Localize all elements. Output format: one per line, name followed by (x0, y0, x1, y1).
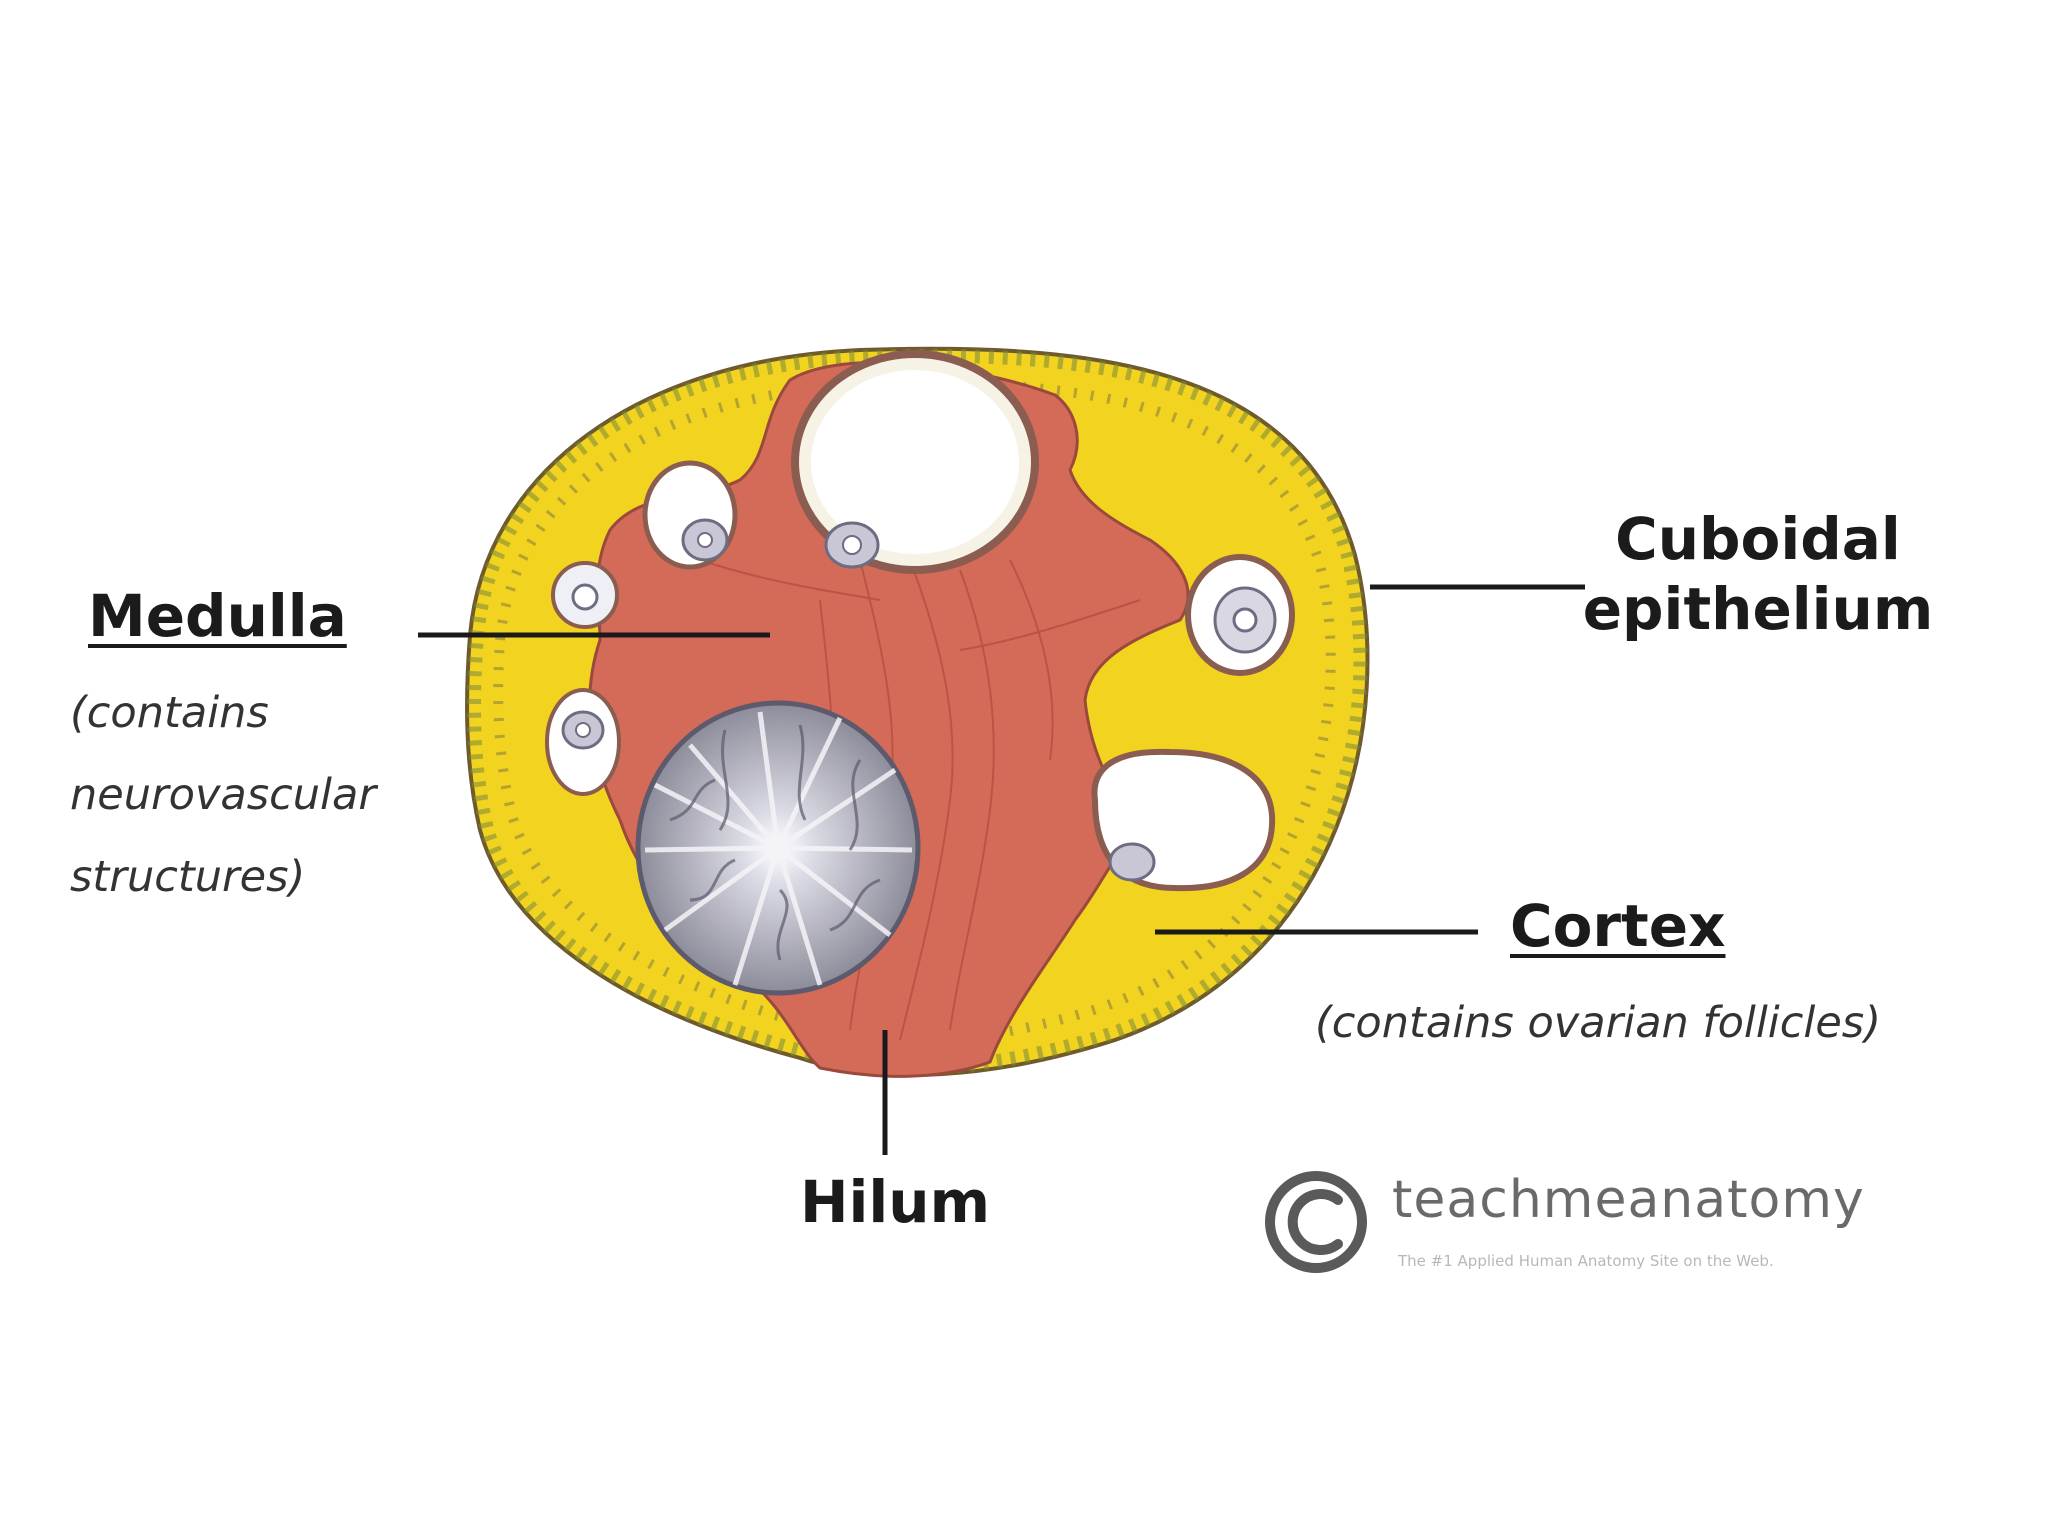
medulla-description-line: structures) (70, 836, 376, 918)
large-antral-follicle (795, 354, 1035, 570)
medulla-description: (contains neurovascular structures) (70, 672, 376, 918)
medulla-description-line: (contains (70, 672, 376, 754)
ovarian-follicle (1188, 557, 1292, 673)
corpus-luteum (638, 703, 918, 993)
cuboidal-epithelium-line1: Cuboidal (1578, 505, 1938, 575)
medulla-description-line: neurovascular (70, 754, 376, 836)
ovarian-follicle (553, 563, 617, 627)
copyright-icon (1270, 1176, 1362, 1268)
cuboidal-epithelium-label: Cuboidal epithelium (1578, 505, 1938, 644)
hilum-label: Hilum (800, 1168, 990, 1238)
watermark-tagline: The #1 Applied Human Anatomy Site on the… (1398, 1252, 1774, 1270)
cuboidal-epithelium-line2: epithelium (1578, 575, 1938, 645)
ovarian-follicle (645, 463, 735, 567)
ovarian-follicle (547, 690, 619, 794)
ovarian-follicle (1094, 752, 1272, 888)
watermark-brand: teachmeanatomy (1392, 1170, 1865, 1230)
cortex-description: (contains ovarian follicles) (1315, 982, 1881, 1064)
medulla-label: Medulla (88, 582, 347, 652)
cortex-label: Cortex (1510, 892, 1726, 962)
